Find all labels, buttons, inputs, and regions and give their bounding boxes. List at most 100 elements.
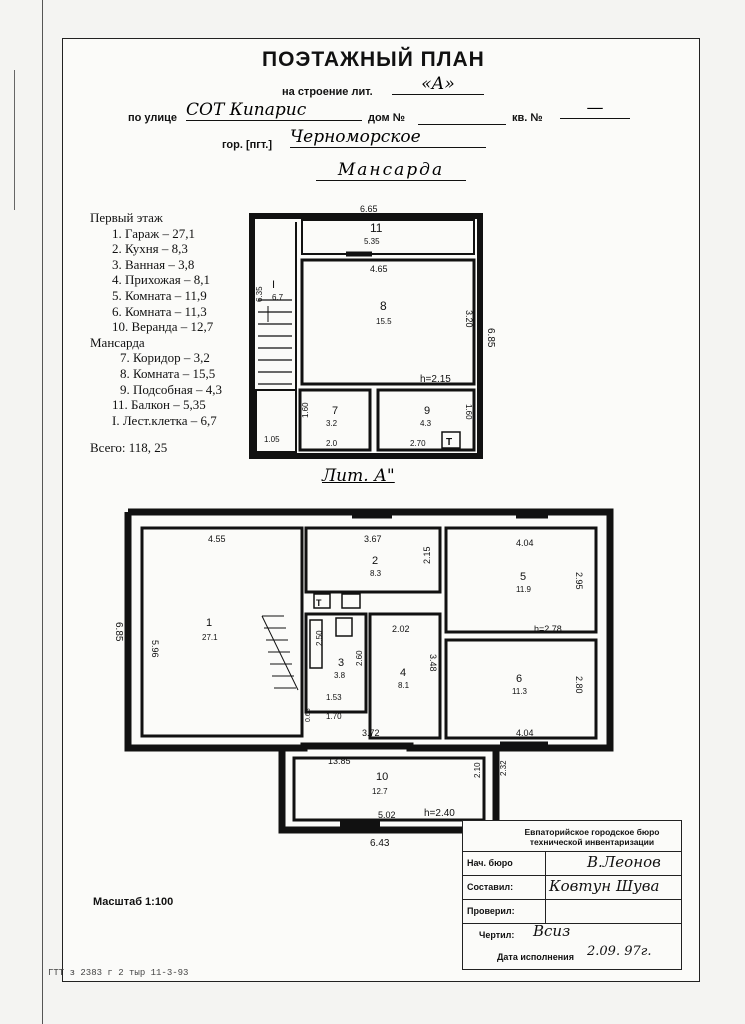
room-area: 12.7 <box>372 787 388 796</box>
dim-label: 3.20 <box>464 310 474 328</box>
dim-label: 2.80 <box>574 676 584 694</box>
room-number: 10 <box>376 771 388 783</box>
apt-value: — <box>560 98 630 119</box>
apt-label: кв. № <box>512 112 543 124</box>
room-number: 9 <box>424 405 430 417</box>
legend-item: 7. Коридор – 3,2 <box>120 350 210 366</box>
dim-label: 2.0 <box>326 439 338 448</box>
bathtub-symbol <box>309 619 323 669</box>
stamp-made-signature: Ковтун Шува <box>549 877 660 895</box>
room-3 <box>304 612 368 714</box>
attic-plan <box>249 213 483 459</box>
scan-edge-line <box>14 70 15 210</box>
height-label: h=2.78 <box>534 624 562 634</box>
dim-label: 4.55 <box>208 534 226 544</box>
room-8 <box>300 258 476 386</box>
room-4 <box>368 612 442 740</box>
stove-symbol <box>341 593 361 609</box>
page-title: ПОЭТАЖНЫЙ ПЛАН <box>262 48 485 71</box>
room-2 <box>304 526 442 594</box>
legend-item: 10. Веранда – 12,7 <box>112 319 214 335</box>
stamp-row: Чертил: Всиз Дата исполнения 2.09. 97г. <box>463 922 681 968</box>
city-label: гор. [пгт.] <box>222 139 273 151</box>
building-value: «А» <box>392 74 484 95</box>
room-area: 4.3 <box>420 419 432 428</box>
floor-name: Мансарда <box>316 160 466 181</box>
sink-symbol <box>313 593 331 609</box>
legend-item: 2. Кухня – 8,3 <box>112 241 188 257</box>
stamp-row: Проверил: <box>463 899 681 924</box>
dim-label: 6.85 <box>113 622 124 642</box>
first-floor-plan <box>124 508 614 834</box>
stamp-chief-signature: В.Леонов <box>587 853 661 871</box>
stamp-row: Нач. бюро В.Леонов <box>463 851 681 876</box>
legend: Первый этаж 1. Гараж – 27,1 2. Кухня – 8… <box>90 210 222 456</box>
room-area: 8.1 <box>398 681 410 690</box>
room-7 <box>298 388 372 452</box>
dim-label: 4.04 <box>516 538 534 548</box>
stamp-made-label: Составил: <box>467 882 514 892</box>
dim-label: 13.85 <box>328 756 351 766</box>
scan-edge-line <box>42 0 43 1024</box>
legend-item: 9. Подсобная – 4,3 <box>120 381 222 397</box>
dim-label: 1.05 <box>264 435 280 444</box>
wc-mark: T <box>316 598 322 608</box>
room-number: 11 <box>370 221 383 235</box>
dim-label: 3.72 <box>362 728 380 738</box>
room-number: 2 <box>372 555 378 567</box>
legend-item: 4. Прихожая – 8,1 <box>112 272 211 288</box>
legend-item: 5. Комната – 11,9 <box>112 287 207 303</box>
room-9 <box>376 388 476 452</box>
room-6 <box>444 638 598 740</box>
dim-label: 5.96 <box>150 640 160 658</box>
stamp-org: Евпаторийское городское бюро технической… <box>524 827 660 847</box>
stamp-row: Составил: Ковтун Шува <box>463 875 681 900</box>
dim-label: 5.02 <box>378 810 396 820</box>
room-area: 15.5 <box>376 317 392 326</box>
height-label: h=2.40 <box>424 808 455 819</box>
stair-steps <box>258 299 292 385</box>
dim-label: 4.04 <box>516 728 534 738</box>
stamp-date-label: Дата исполнения <box>497 952 574 962</box>
dim-label: 2.70 <box>410 439 426 448</box>
dim-label: 1.60 <box>464 404 473 420</box>
room-number: 4 <box>400 667 406 679</box>
room-1 <box>140 526 304 738</box>
dim-label: 6.35 <box>255 286 264 302</box>
house-label: дом № <box>368 112 406 124</box>
toilet-mark: T <box>446 437 452 448</box>
city-value: Черноморское <box>290 127 486 148</box>
room-number: 3 <box>338 657 344 669</box>
dim-label: 1.70 <box>326 712 342 721</box>
wc-symbol <box>335 617 353 637</box>
building-label: на строение лит. <box>282 86 373 98</box>
stamp-checked-label: Проверил: <box>467 906 515 916</box>
dim-label: 2.95 <box>574 572 584 590</box>
room-5 <box>444 526 598 634</box>
dim-label: 0.68 <box>305 708 312 722</box>
legend-item: 3. Ванная – 3,8 <box>112 256 195 272</box>
lit-label: Лит. А" <box>322 466 395 486</box>
dim-label: 2.10 <box>473 762 482 778</box>
veranda-outer-wall <box>278 748 500 834</box>
first-floor-dimensions: 4.55 5.96 1 27.1 6.85 3.67 2.15 2 8.3 4.… <box>113 534 584 849</box>
room-area: 6.7 <box>272 293 284 302</box>
dim-label: 4.65 <box>370 264 388 274</box>
legend-item: 8. Комната – 15,5 <box>120 365 216 381</box>
legend-item: I. Лест.клетка – 6,7 <box>112 412 217 428</box>
dim-label: 2.60 <box>355 650 364 666</box>
room-10-veranda <box>292 756 486 822</box>
dim-label: 3.67 <box>364 534 382 544</box>
stamp-date-value: 2.09. 97г. <box>587 944 652 959</box>
dim-label: 2.50 <box>315 630 324 646</box>
room-area: 8.3 <box>370 569 382 578</box>
first-floor-outer-wall <box>124 508 614 752</box>
room-number: 5 <box>520 571 526 583</box>
stamp-chief-label: Нач. бюро <box>467 858 513 868</box>
title-block-stamp: Евпаторийское городское бюро технической… <box>462 820 682 970</box>
stamp-drawn-signature: Всиз <box>533 922 571 940</box>
legend-item: 1. Гараж – 27,1 <box>112 225 195 241</box>
dim-label: 1.53 <box>326 693 342 702</box>
toilet-symbol <box>441 431 461 449</box>
